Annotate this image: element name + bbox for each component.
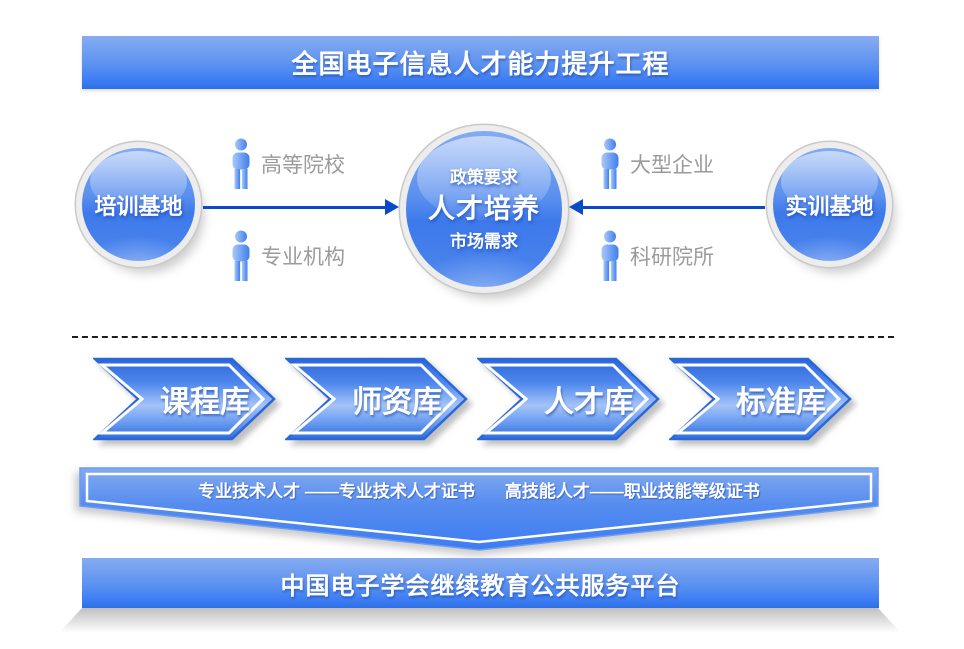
person-icon bbox=[601, 230, 619, 281]
dashed-divider bbox=[72, 336, 894, 338]
actor-universities: 高等院校 bbox=[230, 138, 345, 190]
certificate-ribbon: 专业技术人才 ——专业技术人才证书 高技能人才——职业技能等级证书 bbox=[78, 466, 880, 554]
library-chevron-courses: 课程库 bbox=[91, 357, 277, 441]
library-chevron-standards: 标准库 bbox=[667, 357, 853, 441]
library-label: 标准库 bbox=[736, 386, 826, 419]
talent-cultivation-label: 人才培养 bbox=[428, 193, 540, 224]
actor-research-institutes: 科研院所 bbox=[599, 230, 714, 282]
actor-professional-orgs: 专业机构 bbox=[230, 230, 345, 282]
actor-large-enterprises: 大型企业 bbox=[599, 138, 714, 190]
training-base-sphere: 培训基地 bbox=[82, 148, 195, 261]
platform-title: 中国电子学会继续教育公共服务平台 bbox=[280, 572, 681, 600]
actor-label: 高等院校 bbox=[261, 154, 345, 177]
chevron-shape bbox=[91, 357, 276, 441]
actor-label: 专业机构 bbox=[261, 246, 345, 269]
library-chevron-talents: 人才库 bbox=[475, 357, 661, 441]
training-base-label: 培训基地 bbox=[94, 193, 183, 219]
chevron-shape bbox=[283, 357, 468, 441]
certificate-text-row: 专业技术人才 ——专业技术人才证书 高技能人才——职业技能等级证书 bbox=[78, 476, 880, 502]
person-icon bbox=[232, 230, 250, 281]
right-arrow-line bbox=[583, 206, 765, 209]
chevron-shape bbox=[475, 357, 660, 441]
library-label: 师资库 bbox=[352, 386, 442, 419]
skill-cert-label: 高技能人才——职业技能等级证书 bbox=[504, 481, 760, 501]
chevron-shape bbox=[667, 357, 852, 441]
person-icon bbox=[601, 138, 619, 189]
library-chevron-teachers: 师资库 bbox=[283, 357, 469, 441]
ribbon-shape bbox=[79, 467, 879, 551]
person-icon bbox=[232, 138, 250, 189]
right-arrowhead-icon bbox=[569, 199, 583, 215]
talent-cultivation-sphere: 政策要求 人才培养 市场需求 bbox=[406, 131, 562, 287]
practical-base-label: 实训基地 bbox=[785, 193, 874, 219]
actor-label: 科研院所 bbox=[630, 246, 714, 269]
actor-label: 大型企业 bbox=[630, 154, 714, 177]
professional-cert-label: 专业技术人才 ——专业技术人才证书 bbox=[198, 481, 475, 501]
title-banner: 全国电子信息人才能力提升工程 bbox=[82, 36, 879, 89]
library-label: 课程库 bbox=[160, 386, 250, 419]
market-demand-label: 市场需求 bbox=[450, 231, 518, 251]
pedestal-base bbox=[60, 608, 900, 632]
page-title: 全国电子信息人才能力提升工程 bbox=[291, 49, 670, 79]
platform-banner: 中国电子学会继续教育公共服务平台 bbox=[82, 558, 879, 608]
practical-base-sphere: 实训基地 bbox=[773, 148, 886, 261]
policy-requirement-label: 政策要求 bbox=[450, 167, 518, 187]
left-arrowhead-icon bbox=[385, 199, 399, 215]
left-arrow-line bbox=[203, 206, 385, 209]
library-label: 人才库 bbox=[544, 386, 634, 419]
